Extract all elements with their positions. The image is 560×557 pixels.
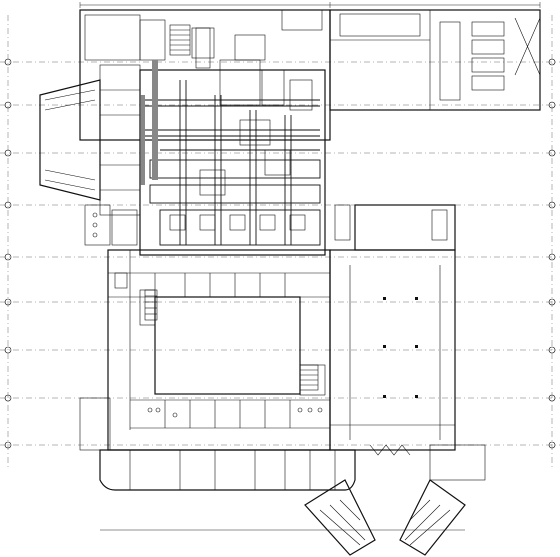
south-entrances bbox=[304, 479, 466, 556]
fixtures bbox=[92, 212, 323, 418]
courtyard-block bbox=[107, 249, 331, 451]
west-entrance bbox=[39, 64, 141, 246]
duct-network bbox=[139, 27, 326, 256]
stairs bbox=[144, 24, 319, 391]
north-wing bbox=[79, 9, 541, 141]
axis-markers bbox=[4, 58, 556, 449]
dimension-lines bbox=[79, 2, 541, 531]
east-hall bbox=[329, 204, 456, 451]
south-wing bbox=[79, 397, 486, 491]
columns bbox=[383, 297, 418, 398]
axis-grid bbox=[0, 15, 560, 470]
